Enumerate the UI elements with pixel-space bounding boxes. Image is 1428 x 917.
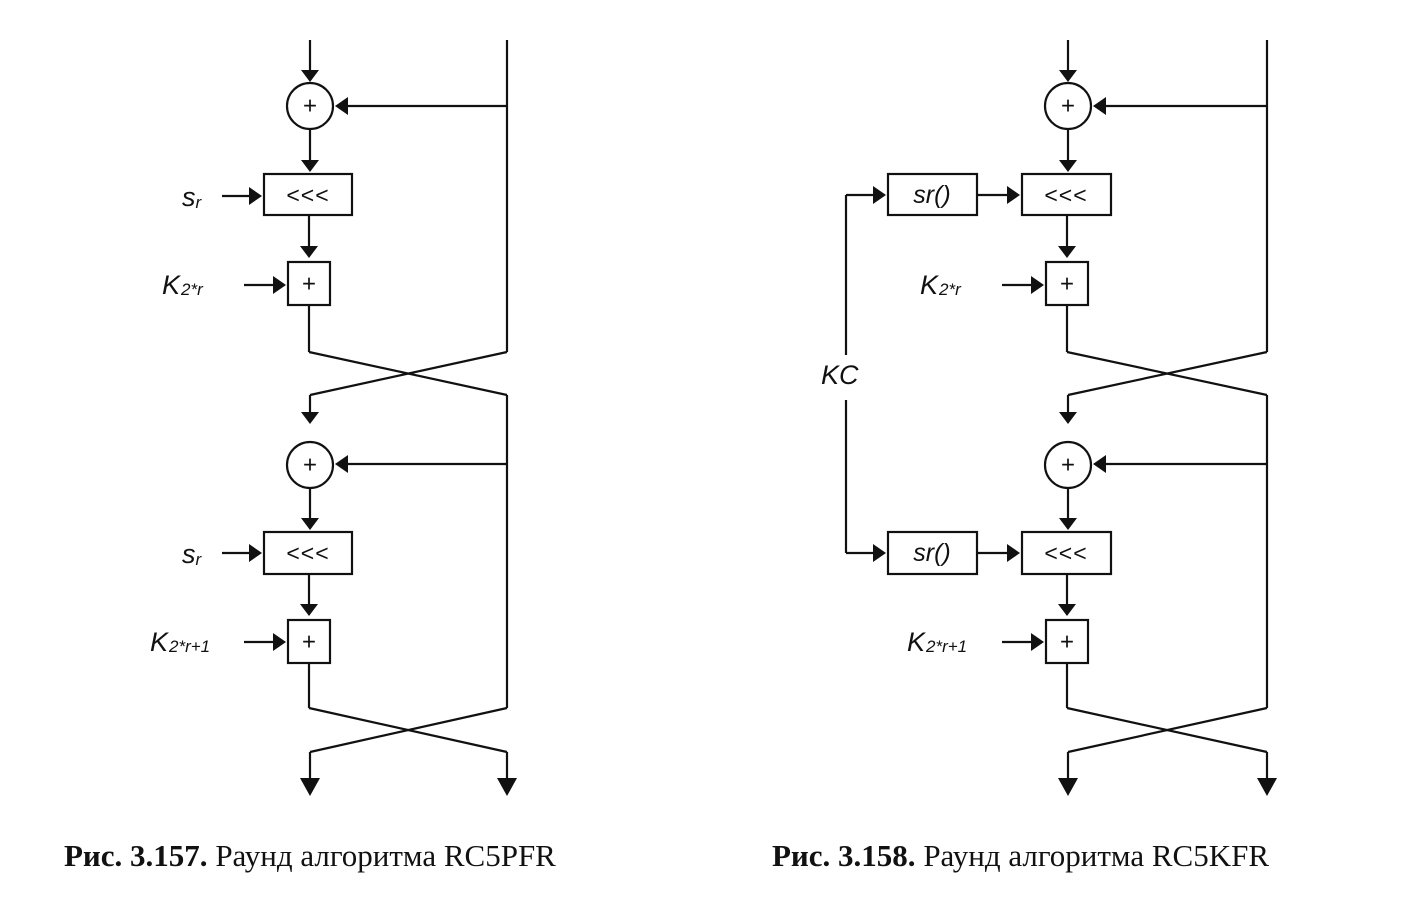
rotate-label: <<<: [286, 182, 329, 208]
adder-label: +: [302, 271, 316, 298]
adder-label: +: [1060, 629, 1074, 656]
arrowhead: [335, 455, 348, 473]
arrowhead: [249, 187, 262, 205]
arrowhead: [335, 97, 348, 115]
figure-caption-right: Рис. 3.158. Раунд алгоритма RC5KFR: [772, 838, 1269, 874]
key-label-1: K2*r: [162, 270, 204, 300]
rotate-left-box-1: [1020, 172, 1113, 217]
arrowhead: [1007, 544, 1020, 562]
arrowhead: [1058, 246, 1076, 258]
adder-label: +: [1060, 271, 1074, 298]
arrowhead: [1007, 186, 1020, 204]
adder-label: +: [302, 629, 316, 656]
arrowhead: [300, 604, 318, 616]
rotate-label: <<<: [1044, 540, 1087, 566]
arrowhead: [873, 186, 886, 204]
adder-label: +: [1061, 93, 1075, 120]
arrowhead: [300, 246, 318, 258]
arrowhead: [1059, 412, 1077, 424]
arrowhead: [1031, 276, 1044, 294]
rotate-left-box-2: [1020, 530, 1113, 576]
key-label-2: K2*r+1: [907, 627, 967, 657]
kc-label: KC: [821, 360, 859, 390]
rotate-label: <<<: [1044, 182, 1087, 208]
arrowhead: [301, 518, 319, 530]
arrowhead: [249, 544, 262, 562]
adder-label: +: [303, 93, 317, 120]
s-function-label: sr(): [913, 181, 950, 209]
s-r-label-2: sr: [182, 539, 203, 569]
arrowhead: [273, 276, 286, 294]
key-label-1: K2*r: [920, 270, 962, 300]
diagram-rc5kfr: + <<< sr() KC + K2*r +: [821, 40, 1277, 796]
output-arrow-left: [300, 778, 320, 796]
crossover-wire: [1067, 706, 1268, 754]
output-arrow-right: [1257, 778, 1277, 796]
arrowhead: [1059, 160, 1077, 172]
figure-number: Рис. 3.158.: [772, 838, 916, 873]
crossover-wire: [1067, 350, 1268, 397]
arrowhead: [1058, 604, 1076, 616]
figure-caption-left: Рис. 3.157. Раунд алгоритма RC5PFR: [64, 838, 556, 874]
arrowhead: [1059, 70, 1077, 82]
crossover-wire: [309, 350, 508, 397]
output-arrow-right: [497, 778, 517, 796]
diagram-rc5pfr: + <<< sr + K2*r +: [150, 40, 517, 796]
output-arrow-left: [1058, 778, 1078, 796]
arrowhead: [1031, 633, 1044, 651]
s-function-label: sr(): [913, 539, 950, 567]
figure-number: Рис. 3.157.: [64, 838, 208, 873]
s-function-box-2: [886, 530, 979, 576]
adder-label: +: [1061, 452, 1075, 479]
arrowhead: [1093, 97, 1106, 115]
rotate-label: <<<: [286, 540, 329, 566]
arrowhead: [1093, 455, 1106, 473]
s-r-label-1: sr: [182, 182, 203, 212]
crossover-wire: [309, 706, 508, 754]
arrowhead: [301, 412, 319, 424]
arrowhead: [873, 544, 886, 562]
arrowhead: [1059, 518, 1077, 530]
key-adder-box-2: [1044, 618, 1090, 665]
arrowhead: [273, 633, 286, 651]
figure-title: Раунд алгоритма RC5PFR: [207, 838, 556, 873]
key-label-2: K2*r+1: [150, 627, 210, 657]
rotate-left-box-2: [262, 530, 354, 576]
adder-label: +: [303, 452, 317, 479]
arrowhead: [301, 160, 319, 172]
figure-title: Раунд алгоритма RC5KFR: [915, 838, 1270, 873]
arrowhead: [301, 70, 319, 82]
